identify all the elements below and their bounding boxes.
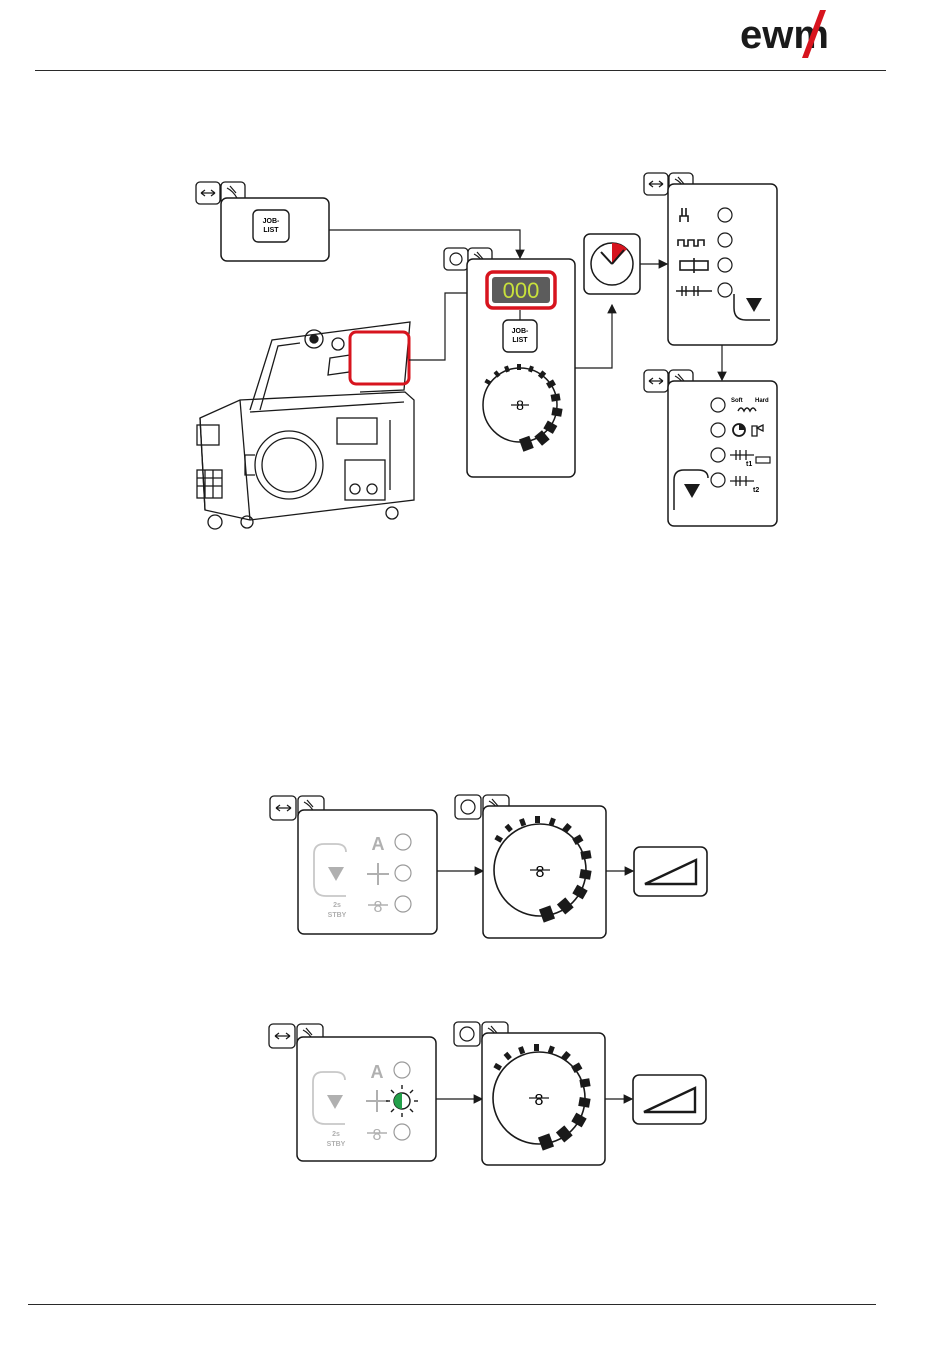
- soft-label: Soft: [731, 398, 743, 404]
- parameter-select-panel: 2s STBY A 8: [270, 796, 437, 934]
- job-list-panel-top: JOB-LIST: [196, 182, 329, 261]
- job-list-button: [253, 210, 289, 242]
- ramp-tile: [634, 847, 707, 896]
- standby-label: STBY: [327, 1141, 346, 1148]
- encoder-panel: 8: [455, 795, 606, 938]
- wire-speed-symbol: 8: [536, 864, 545, 881]
- encoder-panel: 8: [454, 1022, 605, 1165]
- control-panel-center: 000 JOB-LIST 8: [444, 248, 575, 477]
- wire-speed-symbol: 8: [374, 899, 383, 916]
- clock-tile: [584, 234, 640, 294]
- job-list-button-mid: [503, 320, 537, 352]
- wire-speed-symbol: 8: [373, 1127, 382, 1144]
- process-options-panel-top: [644, 173, 777, 345]
- standby-time: 2s: [333, 902, 341, 909]
- standby-time: 2s: [332, 1131, 340, 1138]
- footer-rule: [28, 1304, 876, 1305]
- current-letter: A: [372, 834, 385, 854]
- parameter-select-panel-active: 2s STBY A 8: [269, 1024, 436, 1161]
- standby-label: STBY: [328, 912, 347, 919]
- t2-label: t2: [753, 487, 759, 494]
- hard-label: Hard: [755, 398, 769, 404]
- highlight-control-cover: [350, 332, 409, 384]
- figure-voltage-correction: 2s STBY A 8: [0, 1018, 950, 1168]
- current-letter: A: [371, 1062, 384, 1082]
- figure-encoder-parameter: 2s STBY A 8 8: [0, 790, 950, 950]
- t1-label: t1: [746, 461, 752, 468]
- display-value: 000: [503, 278, 540, 303]
- figure-job-list-overview: JOB-LIST: [0, 160, 950, 540]
- header-rule: [35, 70, 886, 71]
- wire-speed-symbol: 8: [535, 1092, 544, 1109]
- ewm-logo: ewm: [738, 8, 873, 60]
- ramp-tile: [633, 1075, 706, 1124]
- welding-machine-illustration: [197, 322, 414, 529]
- process-options-panel-bottom: Soft Hard t1 t2: [644, 370, 777, 526]
